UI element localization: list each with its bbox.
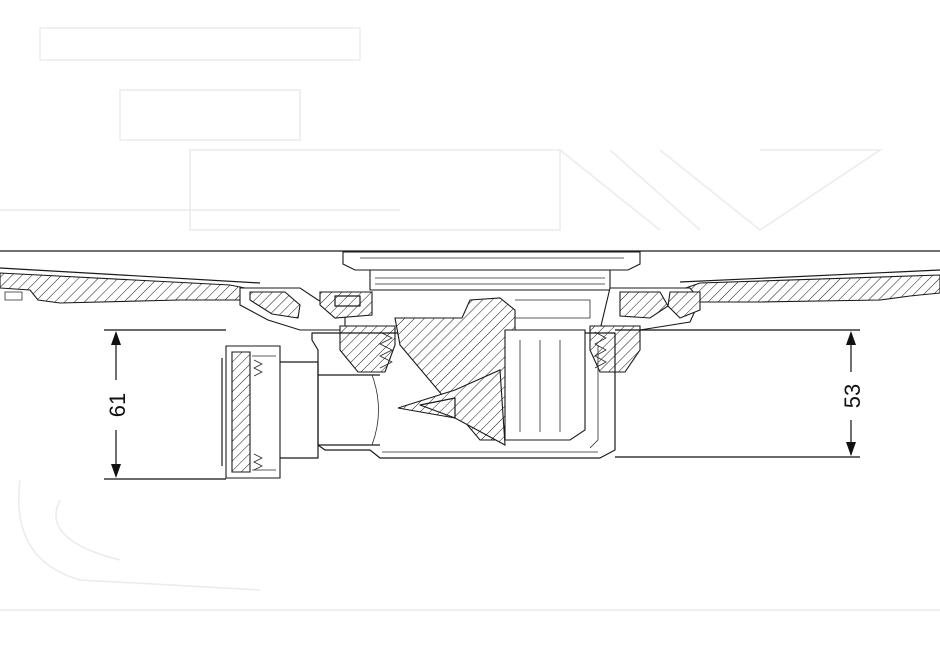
right-flange xyxy=(599,287,701,331)
left-floor-slab xyxy=(0,272,256,304)
grating-frame xyxy=(342,251,641,291)
left-threaded-ring xyxy=(339,325,396,373)
dimension-label-61: 61 xyxy=(105,393,130,417)
odour-trap-cone xyxy=(397,369,506,446)
right-slab-edge xyxy=(679,269,940,283)
left-flange xyxy=(239,287,373,331)
background-watermark xyxy=(0,27,940,611)
outlet-pipe xyxy=(270,361,380,459)
dimension-left: 61 xyxy=(104,329,226,480)
dimension-right: 53 xyxy=(615,329,865,458)
outlet-coupling xyxy=(221,345,281,479)
right-floor-slab xyxy=(679,274,940,303)
dimension-label-53: 53 xyxy=(840,384,865,408)
left-slab-edge xyxy=(0,267,261,284)
drain-body xyxy=(311,332,616,459)
